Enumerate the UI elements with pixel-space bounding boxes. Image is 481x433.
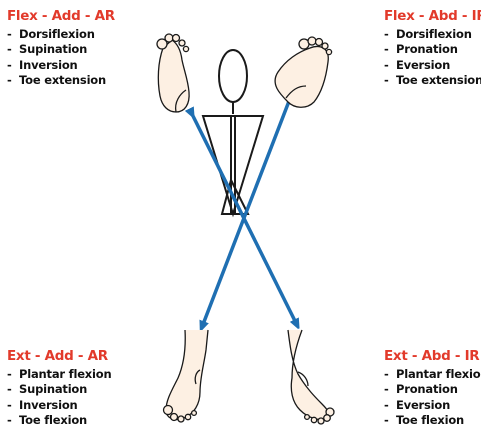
motion-item: -Toe flexion (384, 413, 465, 428)
foot-bottom-left (162, 329, 209, 423)
arrow-diagonal-2 (192, 114, 297, 325)
quadrant-title: Flex - Add - AR (7, 8, 115, 24)
motion-item: -Inversion (7, 57, 78, 72)
motion-item: -Pronation (384, 382, 458, 397)
quadrant-bottom-right: Ext - Abd - IR -Plantar flexion -Pronati… (384, 348, 481, 429)
motion-list: -Dorsiflexion -Supination -Inversion -To… (7, 27, 115, 89)
motion-item: -Toe flexion (7, 413, 88, 428)
motion-item: -Eversion (384, 57, 451, 72)
motion-item: -Toe extension (384, 73, 481, 88)
motion-item: -Supination (7, 42, 88, 57)
figure-head (218, 49, 248, 103)
foot-top-right (274, 36, 333, 108)
motion-item: -Supination (7, 382, 88, 397)
motion-item: -Plantar flexion (384, 367, 481, 381)
foot-top-left (156, 33, 190, 113)
quadrant-title: Ext - Add - AR (7, 348, 108, 364)
motion-item: -Inversion (7, 397, 78, 412)
motion-item: -Eversion (384, 397, 451, 412)
arrow-diagonal-1 (202, 96, 291, 327)
motion-list: -Dorsiflexion -Pronation -Eversion -Toe … (384, 27, 481, 89)
motion-list: -Plantar flexion -Supination -Inversion … (7, 367, 112, 429)
motion-item: -Toe extension (7, 73, 106, 88)
foot-bottom-right (287, 329, 335, 425)
motion-item: -Dorsiflexion (384, 27, 472, 41)
motion-list: -Plantar flexion -Pronation -Eversion -T… (384, 367, 481, 429)
motion-item: -Dorsiflexion (7, 27, 95, 41)
quadrant-bottom-left: Ext - Add - AR -Plantar flexion -Supinat… (7, 348, 112, 429)
quadrant-top-left: Flex - Add - AR -Dorsiflexion -Supinatio… (7, 8, 115, 89)
quadrant-title: Ext - Abd - IR (384, 348, 480, 364)
quadrant-title: Flex - Abd - IR (384, 8, 481, 24)
diagonal-arrows (192, 96, 297, 327)
quadrant-top-right: Flex - Abd - IR -Dorsiflexion -Pronation… (384, 8, 481, 89)
motion-item: -Pronation (384, 42, 458, 57)
motion-item: -Plantar flexion (7, 367, 112, 381)
